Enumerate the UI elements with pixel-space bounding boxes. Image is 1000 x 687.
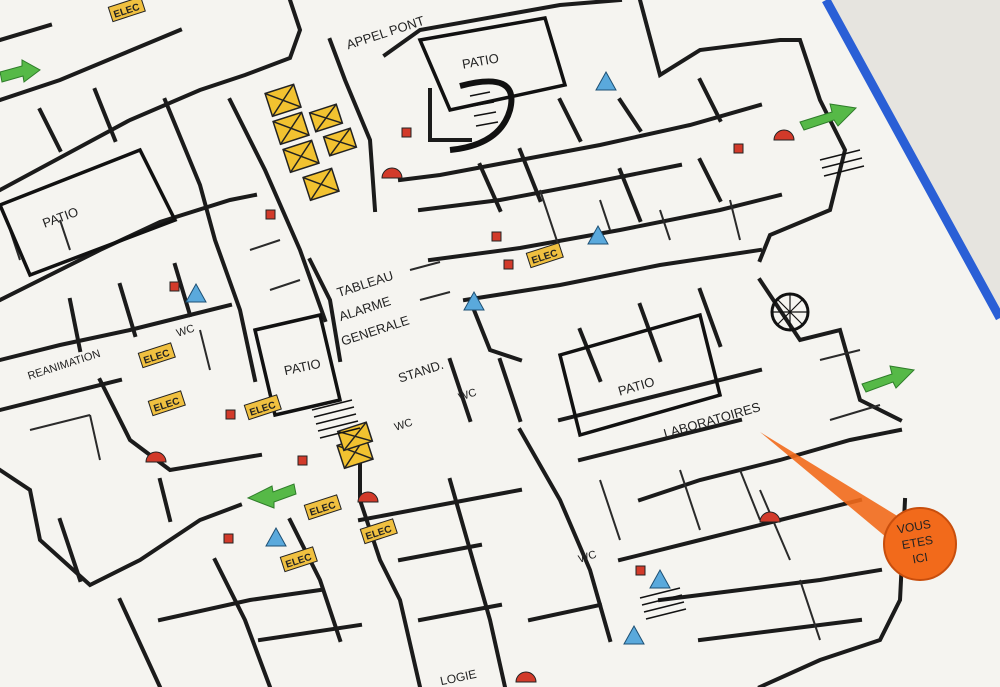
thin-partitions: [9, 189, 881, 641]
extinguishers: [145, 129, 795, 683]
elevator-icon: [322, 127, 358, 157]
you-are-here-marker: VOUS ETES ICI: [883, 507, 957, 581]
elevator-icon: [308, 103, 344, 133]
exit-arrow-icon: [0, 59, 41, 83]
spiral-stair-icon: [770, 292, 810, 332]
exit-arrow-icon: [246, 483, 297, 509]
patios: [0, 16, 723, 438]
fire-extinguisher-icon: [145, 451, 167, 463]
alarm-triangle-icon: [185, 282, 207, 303]
elevator-icon: [264, 83, 302, 118]
wc-label: WC: [577, 549, 598, 566]
staircase-icon: [311, 149, 865, 620]
wc-label: WC: [457, 387, 478, 404]
logie-label: LOGIE: [439, 667, 478, 687]
you-are-here-pointer: [760, 432, 904, 542]
patio-top-label: PATIO: [461, 50, 500, 71]
fire-extinguisher-icon: [381, 167, 403, 179]
spiral-stair-icon: [449, 78, 515, 153]
alarm-triangle-icon: [595, 70, 617, 91]
patio-left: [0, 147, 178, 278]
elevator-icon: [272, 111, 310, 146]
exit-arrows: [0, 59, 916, 509]
alarm-triangle-icon: [649, 568, 671, 589]
exit-arrow-icon: [799, 103, 858, 131]
fire-extinguisher-icon: [515, 671, 537, 683]
patio-top: [417, 16, 568, 113]
wc-label: WC: [393, 417, 414, 434]
alarm-triangle-icon: [623, 624, 645, 645]
fire-extinguisher-icon: [773, 129, 795, 141]
elevator-icon: [282, 139, 320, 174]
sheet-blue-edge: [822, 0, 1000, 321]
alarm-triangle-icon: [265, 526, 287, 547]
alarm-triangle-icon: [587, 224, 609, 245]
patio-mid: [252, 312, 343, 418]
alarm-triangles: [185, 70, 671, 645]
exit-arrow-icon: [861, 365, 916, 393]
elevator-icon: [302, 167, 340, 202]
alarm-buttons: [169, 127, 744, 576]
elevator-icon: [336, 421, 374, 452]
fire-extinguisher-icon: [357, 491, 379, 503]
you-are-here-line2: ETES: [901, 533, 934, 552]
you-are-here-line3: ICI: [911, 550, 929, 566]
elevator-bank: [264, 83, 374, 470]
patio-right: [557, 312, 723, 438]
fire-extinguisher-icon: [759, 511, 781, 523]
alarm-triangle-icon: [463, 290, 485, 311]
wc-label: WC: [175, 323, 196, 340]
you-are-here-line1: VOUS: [896, 517, 932, 537]
